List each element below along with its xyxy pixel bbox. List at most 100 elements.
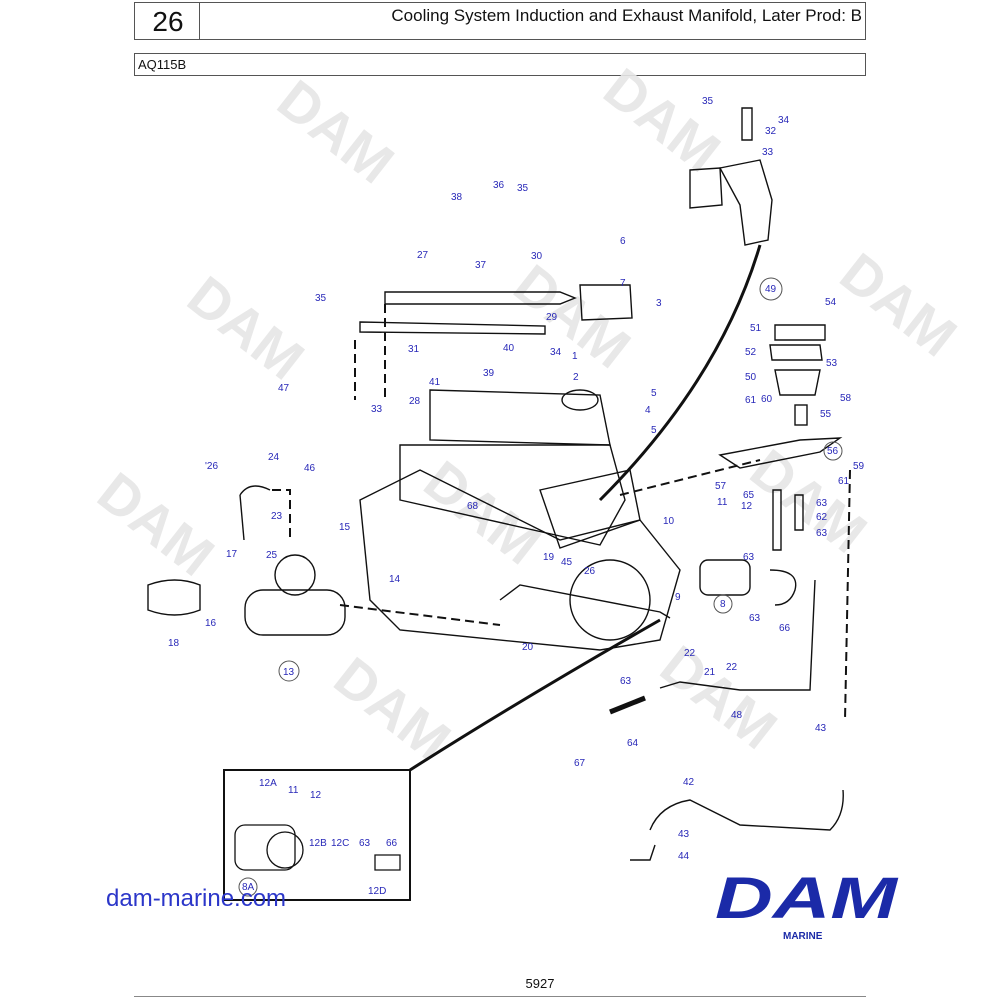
part-label: 23: [271, 511, 283, 522]
page-title: Cooling System Induction and Exhaust Man…: [391, 6, 862, 25]
watermark-text: DAM: [739, 437, 878, 565]
part-label: 45: [561, 557, 573, 568]
part-label: 51: [750, 323, 762, 334]
watermark-text: DAM: [266, 67, 405, 195]
part-label: 61: [745, 395, 757, 406]
page-number: 26: [152, 6, 184, 37]
exhaust-elbow: [718, 159, 773, 246]
dashed-line: [619, 459, 761, 496]
part-label: 42: [683, 777, 695, 788]
part-label: 63: [816, 498, 828, 509]
website-link[interactable]: dam-marine.com: [106, 885, 287, 912]
part-label: 4: [645, 405, 651, 416]
dashed-lines: [272, 304, 851, 721]
part-label: 15: [339, 522, 351, 533]
part-label: 11: [717, 497, 728, 508]
part-label: 49: [765, 284, 777, 295]
part-label: 32: [765, 126, 777, 137]
part-label: 55: [820, 409, 832, 420]
watermark-text: DAM: [649, 633, 788, 761]
part-label: 22: [684, 648, 696, 659]
part-label: 10: [663, 516, 675, 527]
part-label: 63: [359, 838, 371, 849]
part-label: 26: [584, 566, 596, 577]
part-label: 43: [815, 723, 827, 734]
part-label: 46: [304, 463, 316, 474]
callout-circle-8: [713, 594, 733, 614]
part-label: 25: [266, 550, 278, 561]
callout-circle-49: [759, 277, 783, 301]
engine-linework: [147, 107, 844, 861]
pipe-42: [649, 789, 844, 831]
part-label: 5: [651, 388, 657, 399]
callout-circle-8A: [238, 877, 258, 897]
part-label: 59: [853, 461, 865, 472]
water-pump-8: [699, 559, 751, 596]
part-label: 61: [838, 476, 850, 487]
part-label: 3: [656, 298, 662, 309]
dashed-line: [339, 604, 501, 626]
pipe-65: [772, 489, 782, 551]
valve-cover: [429, 389, 611, 446]
oil-filter-18: [147, 579, 201, 616]
part-label: 13: [283, 667, 295, 678]
logo-subtitle: MARINE: [783, 931, 823, 942]
dam-marine-logo: DAM MARINE: [715, 866, 899, 942]
logo-wordmark: DAM: [715, 866, 899, 931]
callout-circle-56: [823, 441, 843, 461]
part-label: 28: [409, 396, 421, 407]
part-label: 35: [315, 293, 327, 304]
part-label: 8A: [242, 882, 255, 893]
gasket-52: [769, 344, 823, 361]
part-label: 11: [288, 785, 299, 796]
elbow-stud: [741, 107, 753, 141]
alternator-13: [244, 589, 346, 636]
page-number-box: 26: [134, 2, 200, 40]
part-label: 12: [310, 790, 322, 801]
watermark-text: DAM: [323, 645, 462, 773]
drawing-code: 5927: [525, 976, 555, 991]
part-label: 12: [741, 501, 753, 512]
part-label: 12A: [259, 778, 277, 789]
engine-block: [359, 469, 681, 651]
part-label: 18: [168, 638, 180, 649]
part-label: 37: [475, 260, 487, 271]
part-label: 5: [651, 425, 657, 436]
part-label: 12C: [331, 838, 349, 849]
model-box: AQ115B: [134, 53, 866, 76]
part-label: 63: [620, 676, 632, 687]
part-label: 41: [429, 377, 441, 388]
hose-23: [239, 485, 271, 496]
pump-8A: [234, 824, 296, 871]
watermark-text: DAM: [829, 240, 968, 368]
footer-divider: [134, 996, 866, 997]
part-label: 63: [749, 613, 761, 624]
part-label: 47: [278, 383, 290, 394]
watermark-text: DAM: [176, 264, 315, 392]
part-label: 29: [546, 312, 558, 323]
part-label: 34: [778, 115, 790, 126]
watermark-layer: DAM DAM DAM DAM DAM DAM DAM DAM DAM DAM …: [87, 56, 969, 773]
callout-circle-13: [278, 660, 300, 682]
connection-curve: [409, 618, 661, 772]
part-label: 38: [451, 192, 463, 203]
part-label: 36: [493, 180, 505, 191]
elbow-44: [630, 844, 656, 861]
connection-lines: [409, 244, 762, 772]
water-pipe-27: [384, 291, 577, 305]
hose-66: [769, 569, 797, 606]
hose-64: [609, 695, 646, 715]
part-label: 6: [620, 236, 626, 247]
part-label: '26: [205, 461, 218, 472]
part-label: 14: [389, 574, 401, 585]
part-label: 66: [386, 838, 398, 849]
part-label: 63: [743, 552, 755, 563]
part-labels: 35 34 32 33 38 36 35 37 6 30 7 27 49 35 …: [168, 96, 865, 897]
part-label: 68: [467, 501, 479, 512]
part-label: 2: [573, 372, 579, 383]
part-label: 24: [268, 452, 280, 463]
part-label: 56: [827, 446, 839, 457]
watermark-text: DAM: [593, 56, 732, 184]
part-label: 34: [550, 347, 562, 358]
part-label: 16: [205, 618, 217, 629]
